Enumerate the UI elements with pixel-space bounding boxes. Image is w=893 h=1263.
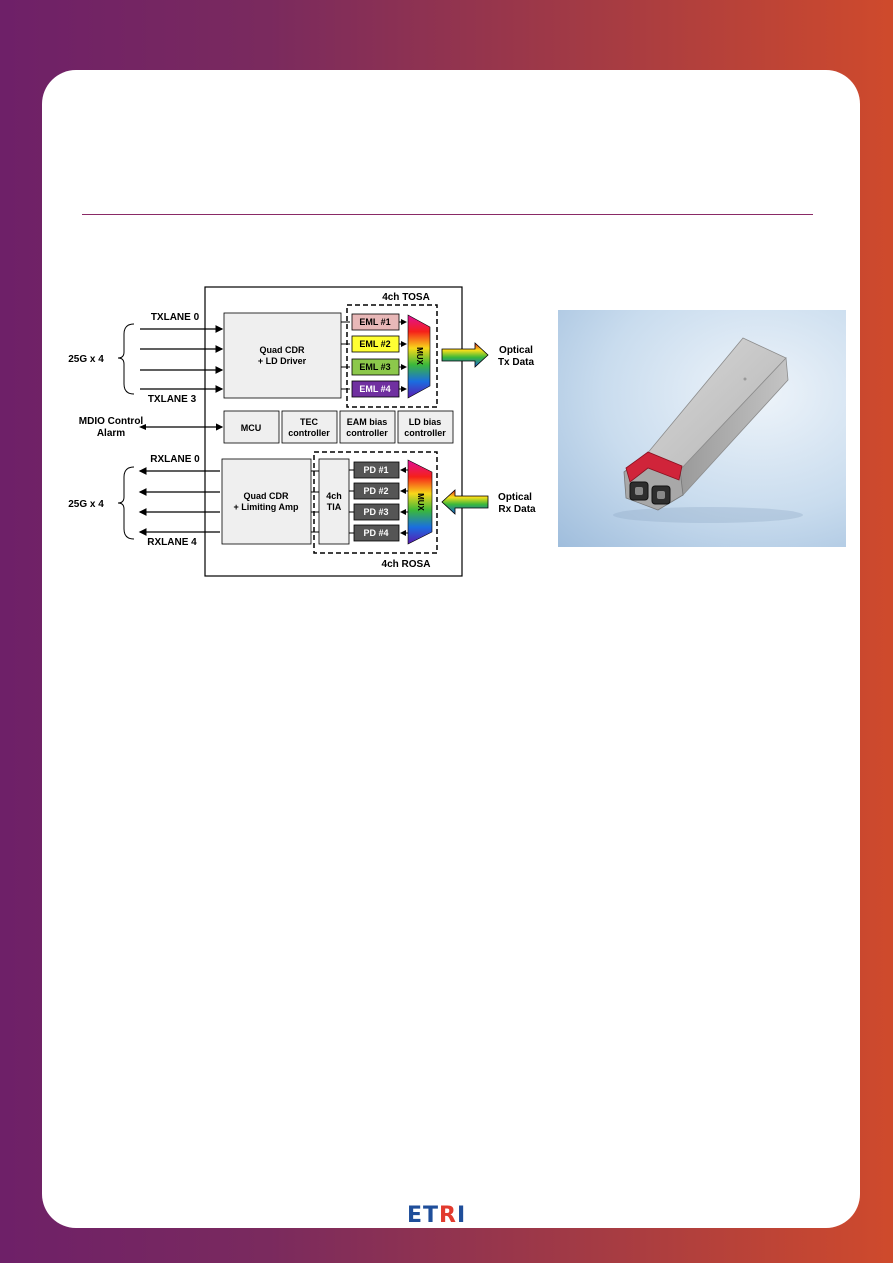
title-divider [82,214,813,215]
rx-cdr-block [221,458,312,545]
optical-rx-line1: Optical [498,492,532,503]
tx-top-label: TXLANE 0 [151,312,200,323]
rx-mux [407,459,433,545]
ld-line2: controller [404,428,446,438]
logo-text-et: ET [407,1203,440,1228]
pd-2-box [353,482,400,500]
rx-bottom-label: RXLANE 4 [147,537,197,548]
tec-line2: controller [288,428,330,438]
optical-rx-arrow [441,489,489,515]
eam-controller-block [339,410,396,444]
optical-tx-arrow [441,342,489,368]
eml-3-label: EML #3 [359,362,390,372]
eam-line2: controller [346,428,388,438]
rx-top-label: RXLANE 0 [150,454,200,465]
tx-mux [407,314,431,399]
etri-logo: ETRI [407,1205,466,1227]
optical-tx-line2: Tx Data [498,357,535,368]
eml-2-label: EML #2 [359,339,390,349]
logo-text-r: R [439,1203,457,1228]
eam-line1: EAM bias [347,417,388,427]
tia-line2: TIA [327,502,342,512]
pd-1-box [353,461,400,479]
transceiver-photo [558,310,846,547]
mdio-arrow-left-head [139,424,146,430]
tx-cdr-line2: + LD Driver [258,356,307,366]
tx-cdr-block [223,312,342,399]
pd-4-box [353,524,400,542]
tx-group-label: 25G x 4 [68,354,104,365]
tx-cdr-line1: Quad CDR [260,345,306,355]
mdio-line1: MDIO Control [79,416,144,427]
mcu-block [223,410,280,444]
pd-4-label: PD #4 [363,528,388,538]
pd-3-label: PD #3 [363,507,388,517]
rx-cdr-line2: + Limiting Amp [234,502,299,512]
tx-bottom-label: TXLANE 3 [148,394,197,405]
tia-line1: 4ch [326,491,342,501]
ld-line1: LD bias [409,417,442,427]
optical-rx-line2: Rx Data [498,504,536,515]
rx-mux-label: MUX [416,493,425,511]
rosa-label: 4ch ROSA [382,559,431,570]
tec-controller-block [281,410,338,444]
transceiver-image [613,337,803,523]
rx-cdr-line1: Quad CDR [244,491,290,501]
tia-block [318,458,350,545]
tx-brace [117,323,135,395]
tosa-outline [346,304,438,408]
pd-3-box [353,503,400,521]
ld-controller-block [397,410,454,444]
rx-brace [117,466,135,540]
pd-1-label: PD #1 [363,465,388,475]
mcu-label: MCU [241,423,262,433]
optical-tx-line1: Optical [499,345,533,356]
tosa-label: 4ch TOSA [382,292,430,303]
tx-mux-label: MUX [415,347,424,365]
tec-line1: TEC [300,417,319,427]
eml-1-label: EML #1 [359,317,390,327]
logo-text-i: I [457,1203,467,1228]
pd-2-label: PD #2 [363,486,388,496]
content-card [42,70,860,1228]
rx-group-label: 25G x 4 [68,499,104,510]
block-diagram: 4ch TOSA 4ch ROSA Quad CDR + LD Driver T… [68,286,536,577]
mdio-line2: Alarm [97,428,125,439]
eml-4-label: EML #4 [359,384,390,394]
